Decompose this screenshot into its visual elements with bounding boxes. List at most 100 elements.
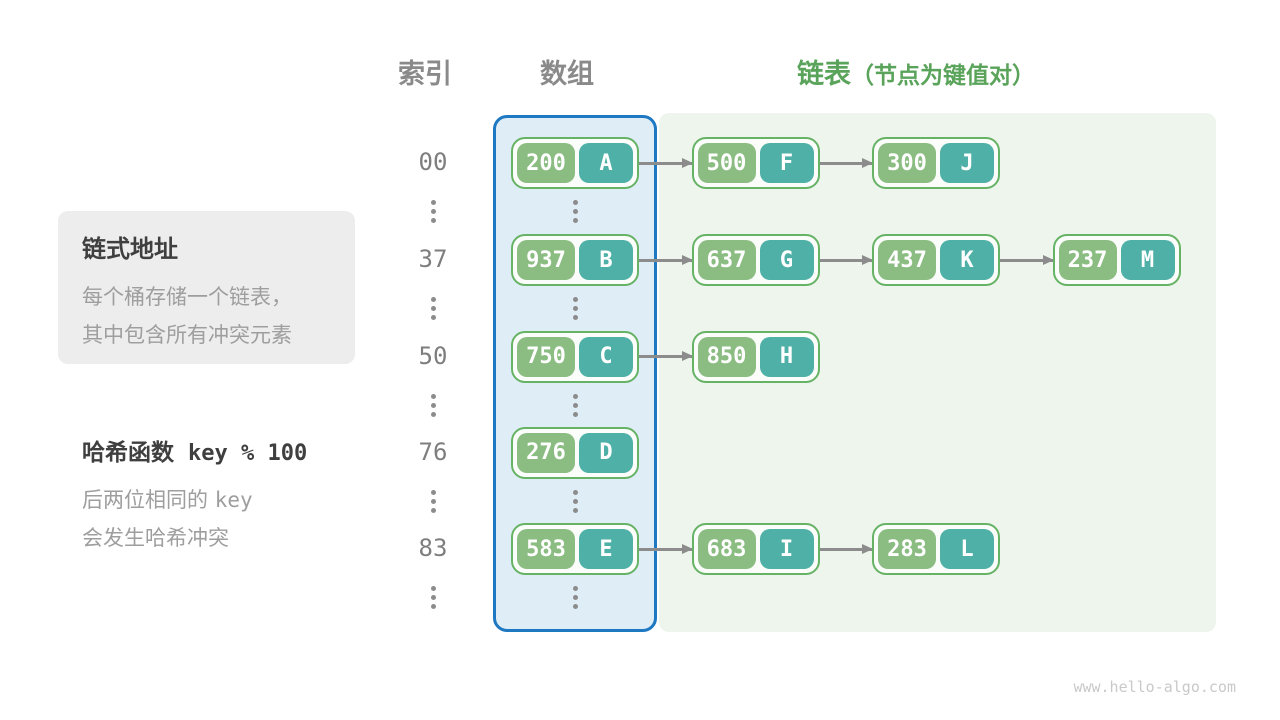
- node-value: H: [759, 336, 814, 377]
- node-key: 237: [1058, 240, 1117, 280]
- next-pointer-arrow: [819, 157, 873, 168]
- ellipsis-dot: [430, 209, 436, 214]
- list-header-label: 链表: [797, 59, 851, 90]
- column-header-array: 数组: [540, 52, 594, 91]
- next-pointer-arrow: [1000, 254, 1053, 265]
- next-pointer-arrow: [639, 157, 692, 168]
- ellipsis-dot: [572, 393, 578, 399]
- ellipsis-dots: [572, 200, 578, 227]
- ellipsis-dot: [430, 402, 436, 408]
- ellipsis-dot: [430, 297, 436, 302]
- ellipsis-dots: [430, 489, 436, 517]
- ellipsis-dots: [430, 586, 436, 613]
- list-header-note: （节点为键值对）: [851, 63, 1035, 89]
- node-key: 937: [517, 240, 575, 280]
- ellipsis-dot: [430, 595, 436, 600]
- array-header-label: 数组: [540, 59, 594, 90]
- node-value: E: [579, 529, 633, 569]
- ellipsis-dots: [572, 297, 578, 324]
- index-label: 37: [418, 245, 448, 273]
- ellipsis-dot: [572, 297, 578, 302]
- node-key: 637: [697, 240, 756, 280]
- node-key: 300: [878, 143, 936, 183]
- node-value: C: [579, 336, 633, 377]
- chaining-note-line1: 每个桶存储一个链表，: [82, 285, 292, 309]
- index-label: 00: [418, 148, 448, 176]
- ellipsis-dots: [572, 489, 578, 517]
- node-key: 200: [517, 143, 575, 183]
- index-label: 83: [418, 534, 448, 562]
- ellipsis-dot: [430, 218, 436, 223]
- node-key: 683: [697, 529, 756, 569]
- ellipsis-dot: [430, 393, 436, 399]
- ellipsis-dots: [430, 200, 436, 227]
- hash-note-code: key % 100: [188, 441, 308, 466]
- node-value: K: [940, 240, 994, 280]
- node-key: 750: [517, 336, 575, 377]
- ellipsis-dots: [430, 393, 436, 421]
- ellipsis-dot: [572, 604, 578, 609]
- ellipsis-dot: [572, 411, 578, 417]
- ellipsis-dots: [572, 586, 578, 613]
- ellipsis-dot: [430, 507, 436, 513]
- node-value: G: [759, 240, 814, 280]
- ellipsis-dot: [430, 604, 436, 609]
- next-pointer-arrow: [639, 254, 692, 265]
- ellipsis-dot: [572, 315, 578, 320]
- next-pointer-arrow: [819, 543, 873, 554]
- node-value: L: [940, 529, 994, 569]
- ellipsis-dots: [572, 393, 578, 421]
- ellipsis-dot: [572, 306, 578, 311]
- ellipsis-dot: [430, 498, 436, 504]
- node-key: 437: [878, 240, 936, 280]
- ellipsis-dot: [430, 586, 436, 591]
- ellipsis-dot: [572, 586, 578, 591]
- ellipsis-dot: [430, 489, 436, 495]
- ellipsis-dot: [430, 306, 436, 311]
- next-pointer-arrow: [639, 351, 692, 361]
- node-key: 583: [517, 529, 575, 569]
- hash-note-line1-code: key: [214, 488, 253, 512]
- index-label: 76: [418, 437, 448, 466]
- column-header-list: 链表（节点为键值对）: [797, 52, 1035, 91]
- ellipsis-dot: [430, 411, 436, 417]
- node-value: B: [579, 240, 633, 280]
- ellipsis-dots: [430, 297, 436, 324]
- hash-note-line1: 后两位相同的 key: [82, 481, 307, 519]
- watermark: www.hello-algo.com: [1073, 678, 1236, 696]
- node-value: D: [579, 432, 633, 473]
- ellipsis-dot: [572, 498, 578, 504]
- ellipsis-dot: [572, 402, 578, 408]
- ellipsis-dot: [430, 315, 436, 320]
- node-key: 850: [697, 336, 756, 377]
- hash-note-line2: 会发生哈希冲突: [82, 526, 229, 550]
- hash-note-line1-text: 后两位相同的: [82, 488, 208, 512]
- ellipsis-dot: [572, 200, 578, 205]
- node-value: I: [759, 529, 814, 569]
- node-value: J: [940, 143, 994, 183]
- chaining-note-line2: 其中包含所有冲突元素: [82, 323, 292, 347]
- ellipsis-dot: [572, 489, 578, 495]
- index-header-label: 索引: [398, 59, 452, 90]
- index-label: 50: [418, 341, 448, 370]
- ellipsis-dot: [572, 218, 578, 223]
- chaining-note-box: 链式地址 每个桶存储一个链表， 其中包含所有冲突元素: [58, 211, 355, 364]
- node-value: F: [759, 143, 814, 183]
- next-pointer-arrow: [639, 543, 692, 554]
- chaining-note-title: 链式地址: [82, 235, 178, 263]
